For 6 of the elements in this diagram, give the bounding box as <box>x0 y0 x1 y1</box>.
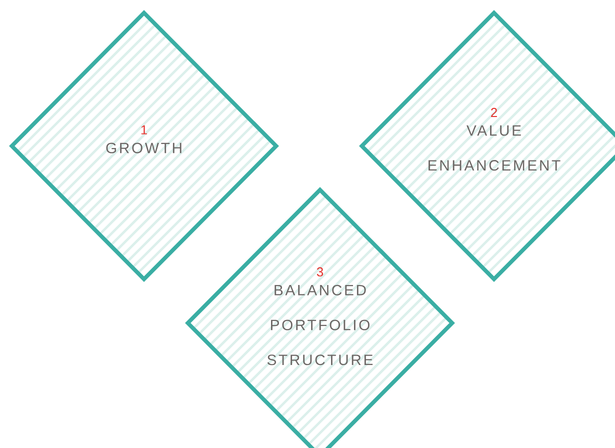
step-number: 3 <box>316 267 324 276</box>
diamond-label: VALUE ENHANCEMENT <box>428 125 560 171</box>
step-number: 2 <box>491 108 497 117</box>
step-number: 1 <box>141 125 147 134</box>
diamond-label: BALANCED PORTFOLIO STRUCTURE <box>267 284 373 366</box>
diamond-label: GROWTH <box>106 142 182 154</box>
